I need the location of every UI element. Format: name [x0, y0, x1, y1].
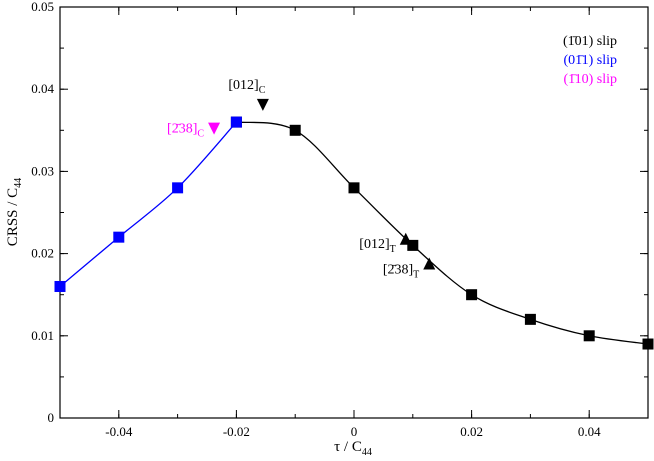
y-tick-label: 0.03 [31, 163, 54, 178]
annotation-label: [2̄38]C [167, 122, 204, 140]
data-point [466, 289, 478, 301]
series-layer [54, 116, 654, 350]
legend-entry-1: (1̄01) slip [563, 34, 617, 49]
y-axis-label: CRSS / C44 [5, 178, 24, 246]
y-tick-label: 0 [48, 410, 55, 425]
data-point [230, 116, 242, 128]
annotation-label: [2̄38]T [383, 262, 419, 280]
data-point [289, 124, 301, 136]
x-tick-label: 0.02 [460, 424, 483, 439]
y-tick-label: 0.02 [31, 246, 54, 261]
annotation-marker [208, 122, 221, 135]
series-line-2 [59, 121, 237, 287]
y-tick-label: 0.01 [31, 328, 54, 343]
legend: (1̄01) slip (01̄1) slip (1̄10) slip [563, 34, 617, 87]
annotation-label: [012]C [228, 78, 265, 96]
y-tick-label: 0.05 [31, 0, 54, 14]
axis-ticks: -0.04 -0.02 0 0.02 0.04 0 0.01 0.02 0.03 0.04 0.05 [31, 0, 649, 439]
x-tick-label: -0.02 [223, 424, 250, 439]
data-point [407, 239, 419, 251]
annotation-marker [256, 98, 269, 111]
series-line-1 [236, 121, 649, 345]
y-tick-label: 0.04 [31, 81, 54, 96]
plot-frame [59, 6, 649, 419]
annotation-marker [399, 232, 412, 245]
annotations-layer: [012]C [2̄38]C [012]T [2̄38]T [167, 78, 436, 280]
x-tick-label: 0 [351, 424, 358, 439]
legend-entry-2: (01̄1) slip [563, 53, 617, 68]
legend-entry-3: (1̄10) slip [563, 72, 617, 87]
data-point [583, 330, 595, 342]
x-axis-label: τ / C44 [334, 439, 372, 458]
data-point [54, 280, 66, 292]
data-point [642, 338, 654, 350]
annotation-marker [423, 257, 436, 270]
annotation-label: [012]T [359, 237, 395, 255]
data-point [172, 182, 184, 194]
data-point [113, 231, 125, 243]
data-point [348, 182, 360, 194]
x-tick-label: 0.04 [578, 424, 601, 439]
x-tick-label: -0.04 [105, 424, 133, 439]
data-point [524, 313, 536, 325]
